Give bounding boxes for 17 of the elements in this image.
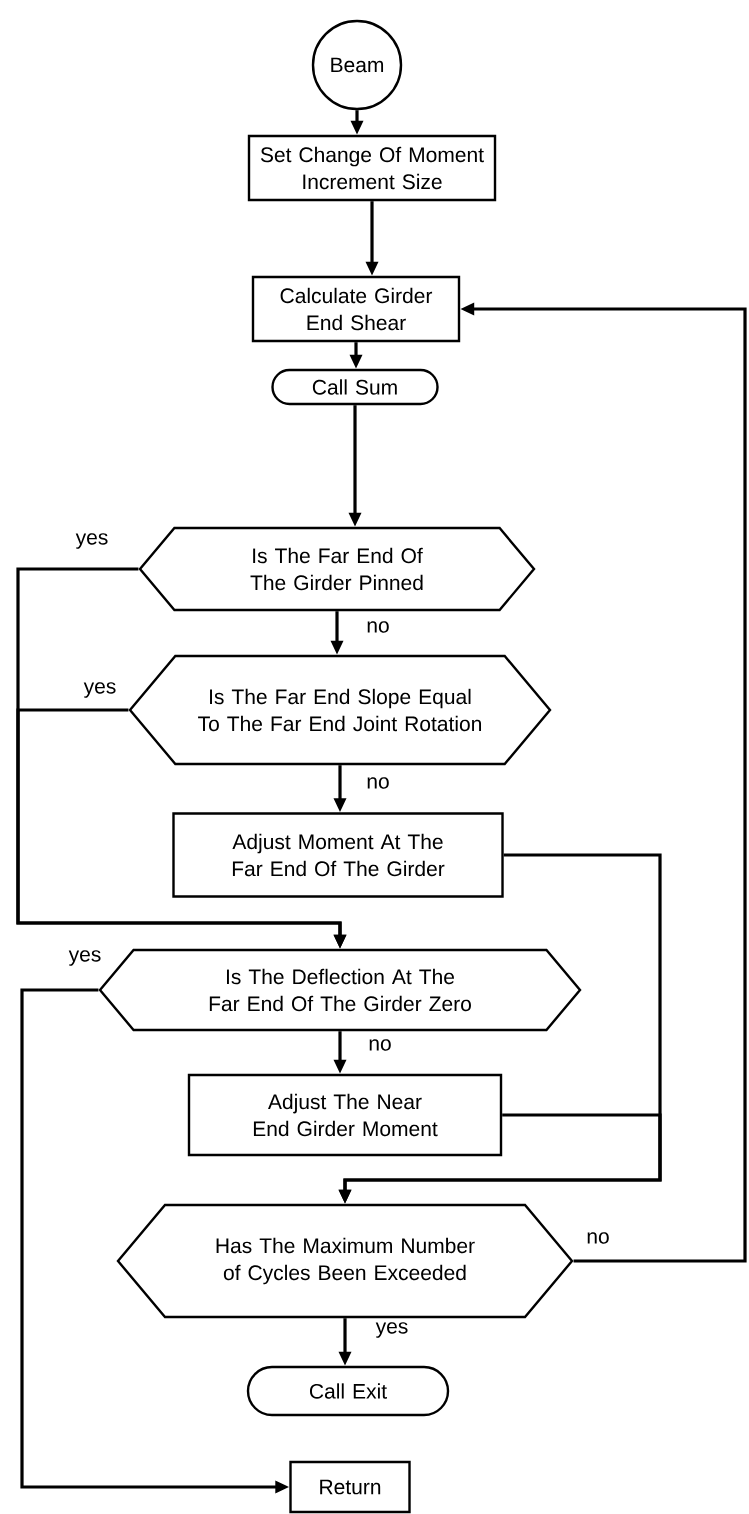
terminal-box: Call Sum xyxy=(271,368,439,406)
edge-label: no xyxy=(366,1037,394,1053)
process-box: Return xyxy=(289,1460,411,1514)
terminal-box: Call Exit xyxy=(246,1365,450,1417)
process-box: Adjust The Near End Girder Moment xyxy=(187,1073,503,1157)
edge-label: yes xyxy=(81,680,119,700)
edge-label: no xyxy=(584,1230,612,1246)
decision-hexagon: Has The Maximum Number of Cycles Been Exceeded xyxy=(116,1203,574,1319)
edge-label: no xyxy=(364,619,392,635)
edge-label: yes xyxy=(373,1320,411,1340)
process-box: Adjust Moment At The Far End Of The Girder xyxy=(172,812,504,898)
edge-label: yes xyxy=(73,531,111,551)
edge-label: no xyxy=(364,775,392,791)
decision-hexagon: Is The Far End Slope Equal To The Far End Joint Rotation xyxy=(128,654,552,766)
process-box: Set Change Of Moment Increment Size xyxy=(247,134,497,202)
decision-hexagon: Is The Far End Of The Girder Pinned xyxy=(138,526,536,612)
process-box: Calculate Girder End Shear xyxy=(251,275,461,343)
